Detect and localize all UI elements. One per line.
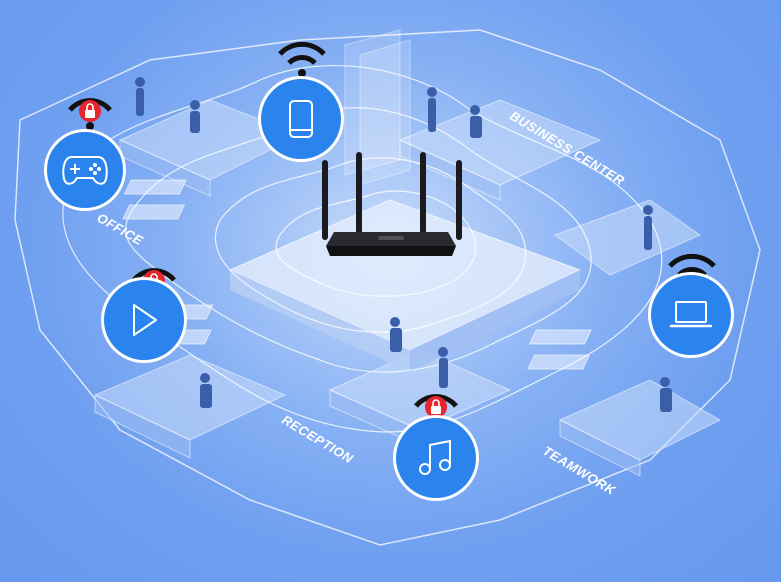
- video-device: [101, 277, 187, 363]
- glass-panels: [344, 29, 411, 186]
- play-icon: [133, 304, 157, 336]
- laptop-icon: [669, 301, 713, 328]
- gamepad-device: [44, 129, 126, 211]
- music-note-icon: [419, 439, 451, 475]
- router-icon: [322, 152, 462, 256]
- phone-icon: [289, 100, 313, 138]
- laptop-device: [648, 272, 734, 358]
- music-device: [393, 415, 479, 501]
- central-platform: [228, 199, 582, 372]
- gamepad-icon: [62, 156, 108, 185]
- people: [135, 77, 672, 412]
- wifi-signal-icon: [278, 41, 326, 77]
- phone-device: [258, 76, 344, 162]
- wifi-signal-icon: [414, 394, 458, 426]
- wifi-signal-icon: [68, 98, 112, 130]
